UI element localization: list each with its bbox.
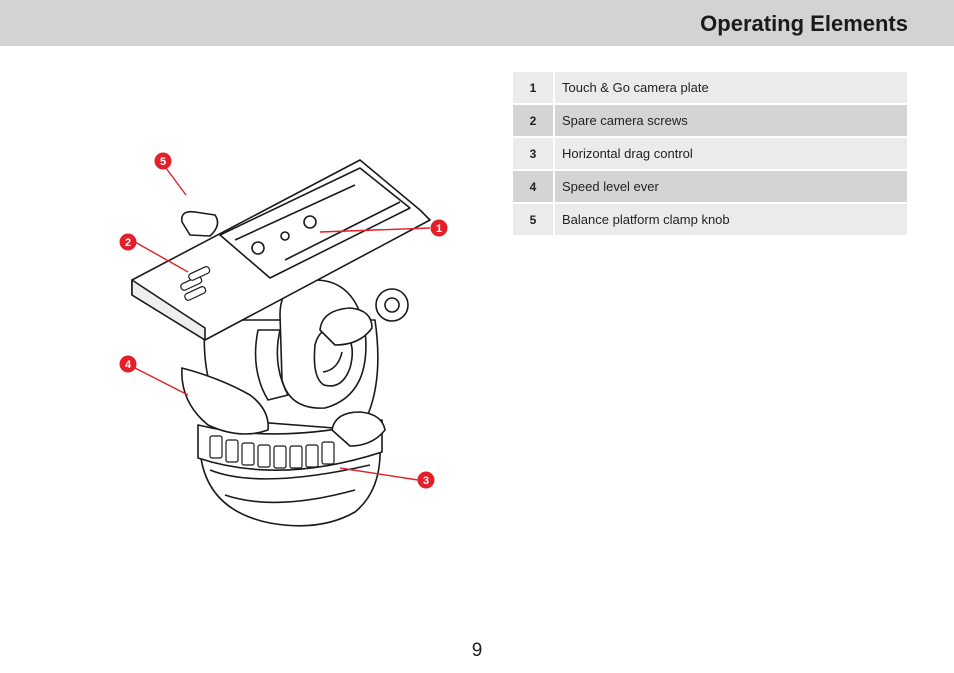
callout-1-label: 1 <box>436 223 442 235</box>
page-number: 9 <box>471 640 483 661</box>
legend-label: Spare camera screws <box>555 105 907 136</box>
callout-3 <box>417 471 435 489</box>
legend-label: Touch & Go camera plate <box>555 72 907 103</box>
callout-4-label: 4 <box>125 359 132 371</box>
page-title: Operating Elements <box>700 11 908 36</box>
operating-elements-legend: 1 Touch & Go camera plate 2 Spare camera… <box>513 70 907 237</box>
legend-row: 3 Horizontal drag control <box>513 138 907 169</box>
legend-number: 5 <box>513 204 555 235</box>
legend-row: 4 Speed level ever <box>513 171 907 202</box>
callout-3-label: 3 <box>423 475 429 487</box>
callout-1 <box>430 219 448 237</box>
callout-2 <box>119 233 137 251</box>
callout-4 <box>119 355 137 373</box>
legend-number: 1 <box>513 72 555 103</box>
legend-row: 5 Balance platform clamp knob <box>513 204 907 235</box>
page-header: Operating Elements <box>0 0 954 46</box>
legend-number: 2 <box>513 105 555 136</box>
legend-row: 1 Touch & Go camera plate <box>513 72 907 103</box>
legend-number: 4 <box>513 171 555 202</box>
callout-2-label: 2 <box>125 237 131 249</box>
legend-label: Balance platform clamp knob <box>555 204 907 235</box>
fluid-head-illustration: 5 2 1 4 3 <box>119 152 448 527</box>
legend-row: 2 Spare camera screws <box>513 105 907 136</box>
legend-label: Horizontal drag control <box>555 138 907 169</box>
callout-5 <box>154 152 172 170</box>
legend-number: 3 <box>513 138 555 169</box>
legend-label: Speed level ever <box>555 171 907 202</box>
callout-5-label: 5 <box>160 156 166 168</box>
